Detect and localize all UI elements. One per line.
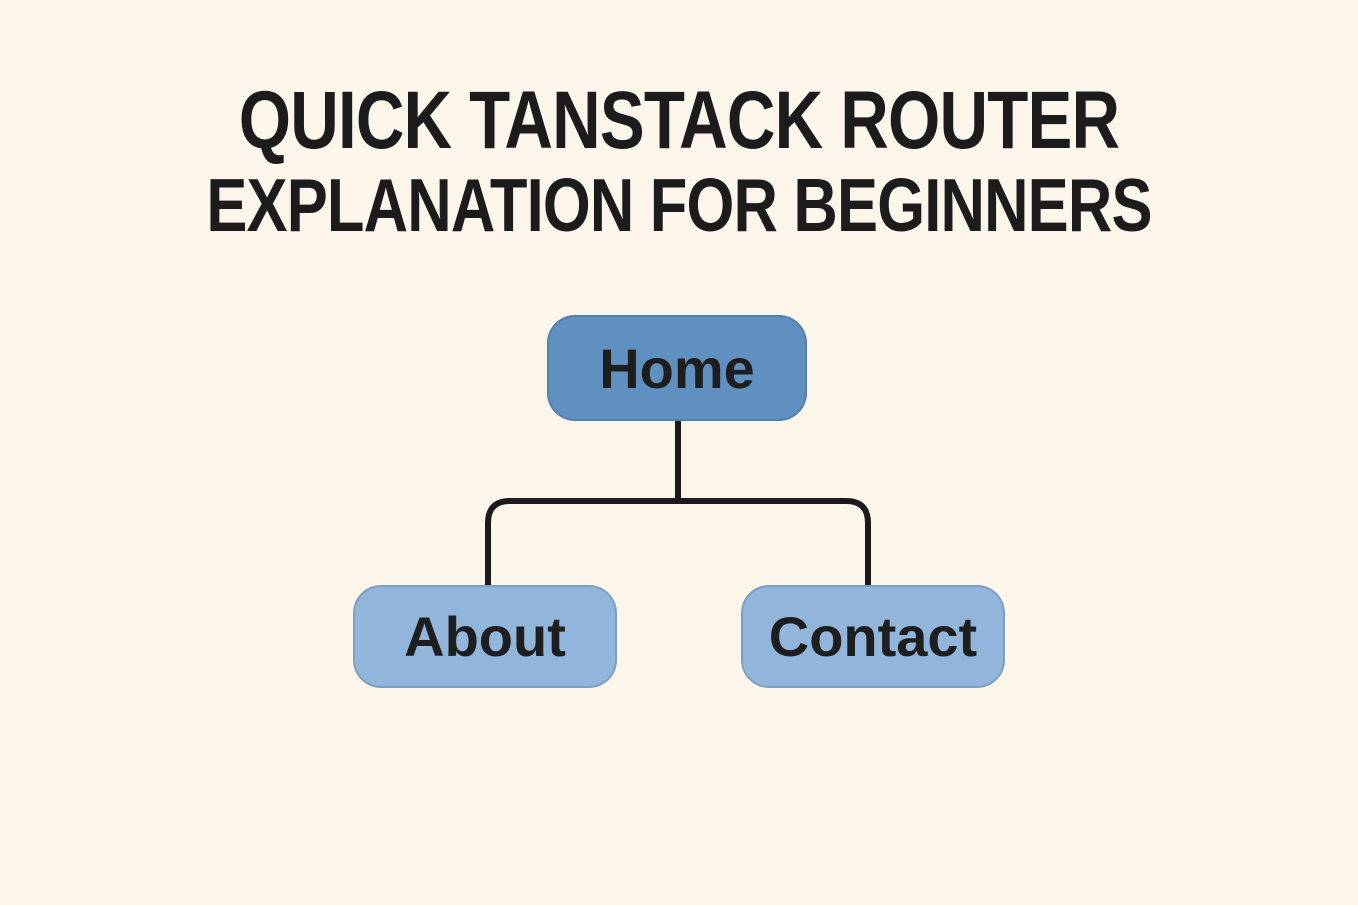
title-line-1: QUICK TANSTACK ROUTER: [238, 75, 1120, 166]
branch-line: [485, 498, 871, 586]
node-about: About: [353, 585, 617, 688]
node-home: Home: [547, 315, 807, 421]
node-contact-label: Contact: [768, 605, 978, 668]
node-contact: Contact: [741, 585, 1005, 688]
title-line-2: EXPLANATION FOR BEGINNERS: [206, 163, 1152, 247]
node-home-label: Home: [599, 336, 755, 400]
node-about-label: About: [404, 605, 566, 668]
